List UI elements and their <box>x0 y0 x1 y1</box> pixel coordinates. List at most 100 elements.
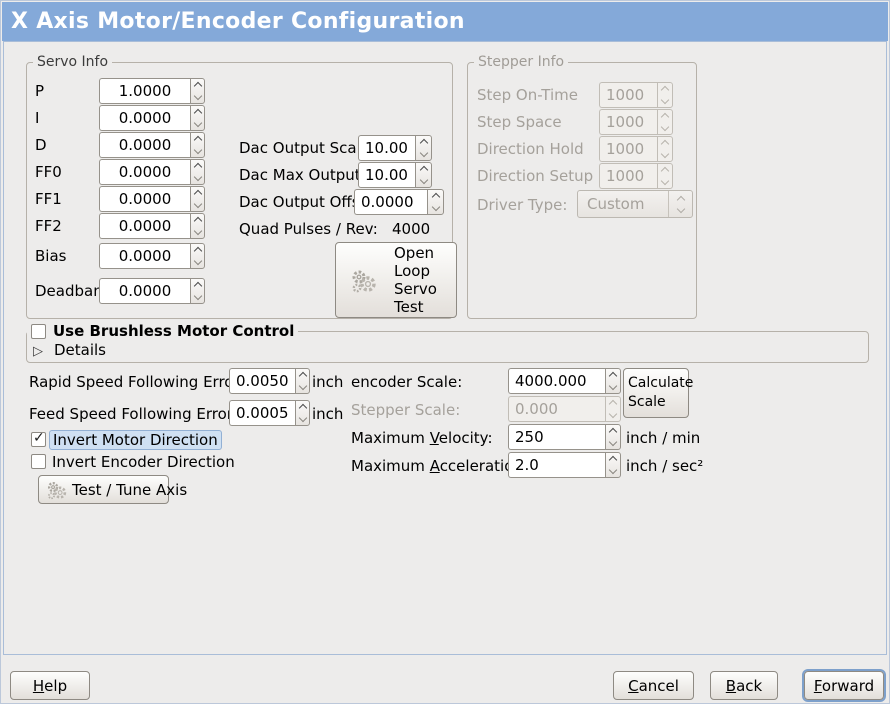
direction-hold-label: Direction Hold <box>477 140 584 158</box>
direction-hold-input: 1000 <box>599 136 657 162</box>
step-space-value: 1000 <box>606 113 645 131</box>
ff2-spin-buttons[interactable] <box>190 213 205 239</box>
step-on-time-spin-buttons <box>657 82 673 108</box>
ff0-value: 0.0000 <box>118 163 172 181</box>
back-label: Back <box>725 676 763 695</box>
invert-motor-direction-checkbox[interactable] <box>31 430 46 447</box>
help-button[interactable]: Help <box>10 671 90 700</box>
rapid-following-error-label: Rapid Speed Following Error: <box>29 373 245 391</box>
rapid-following-error-input[interactable]: 0.0050 <box>229 368 295 394</box>
spin-up-icon <box>193 108 202 118</box>
maximum-velocity-spin-buttons[interactable] <box>605 424 621 450</box>
dac-output-offset-input[interactable]: 0.0000 <box>354 189 427 215</box>
step-space-spin-buttons <box>657 109 673 135</box>
direction-hold-spin-buttons <box>657 136 673 162</box>
servo-info-legend: Servo Info <box>33 54 113 70</box>
invert-motor-direction-label[interactable]: Invert Motor Direction <box>49 430 222 450</box>
invert-encoder-direction-checkbox[interactable] <box>31 454 46 469</box>
spin-up-icon <box>193 216 202 226</box>
open-loop-servo-test-label: Open Loop Servo Test <box>394 244 437 316</box>
spin-down-icon <box>660 95 670 105</box>
step-space-input: 1000 <box>599 109 657 135</box>
feed-following-error-spin-buttons[interactable] <box>295 400 310 426</box>
deadband-spin-buttons[interactable] <box>190 278 205 304</box>
spin-down-icon <box>193 145 202 155</box>
forward-label: Forward <box>813 676 875 695</box>
maximum-acceleration-input[interactable]: 2.0 <box>508 452 605 478</box>
deadband-input[interactable]: 0.0000 <box>99 278 190 304</box>
spin-down-icon <box>608 437 618 447</box>
forward-button[interactable]: Forward <box>804 671 884 700</box>
d-value: 0.0000 <box>118 136 172 154</box>
rapid-following-error-spin-buttons[interactable] <box>295 368 310 394</box>
p-spin-buttons[interactable] <box>190 78 205 104</box>
d-spin-buttons[interactable] <box>190 132 205 158</box>
ff1-input[interactable]: 0.0000 <box>99 186 190 212</box>
dac-max-output-spin-buttons[interactable] <box>415 162 432 188</box>
test-tune-axis-label: Test / Tune Axis <box>72 480 188 499</box>
maximum-acceleration-value: 2.0 <box>515 456 539 474</box>
spin-up-icon <box>193 246 202 256</box>
use-brushless-checkbox[interactable] <box>31 323 46 339</box>
spin-down-icon <box>193 199 202 209</box>
ff1-spin-buttons[interactable] <box>190 186 205 212</box>
details-expander[interactable]: Details <box>33 340 106 359</box>
cancel-button[interactable]: Cancel <box>613 671 694 700</box>
dac-output-scale-input[interactable]: 10.00 <box>358 135 415 161</box>
maximum-velocity-input[interactable]: 250 <box>508 424 605 450</box>
p-label: P <box>35 82 45 100</box>
spin-up-icon <box>660 139 670 149</box>
ff0-input[interactable]: 0.0000 <box>99 159 190 185</box>
spin-up-icon <box>608 455 618 465</box>
titlebar: X Axis Motor/Encoder Configuration <box>2 2 888 41</box>
dac-output-scale-label: Dac Output Scale: <box>239 139 376 157</box>
bias-value: 0.0000 <box>118 247 172 265</box>
open-loop-line: Loop <box>394 262 430 280</box>
step-on-time-input: 1000 <box>599 82 657 108</box>
direction-setup-spin-buttons <box>657 163 673 189</box>
invert-encoder-direction-label[interactable]: Invert Encoder Direction <box>52 453 235 471</box>
spin-down-icon <box>608 409 618 419</box>
step-on-time-value: 1000 <box>606 86 645 104</box>
calculate-scale-line1: Calculate <box>628 375 694 391</box>
maximum-acceleration-spin-buttons[interactable] <box>605 452 621 478</box>
gears-icon <box>47 481 67 500</box>
maximum-velocity-unit: inch / min <box>626 429 701 447</box>
spin-down-icon <box>660 122 670 132</box>
dac-max-output-value: 10.00 <box>365 166 408 184</box>
encoder-scale-value: 4000.000 <box>515 372 587 390</box>
calculate-scale-button[interactable]: Calculate Scale <box>623 368 693 418</box>
open-loop-line: Test <box>394 298 424 316</box>
dac-output-offset-spin-buttons[interactable] <box>427 189 444 215</box>
encoder-scale-input[interactable]: 4000.000 <box>508 368 605 394</box>
i-spin-buttons[interactable] <box>190 105 205 131</box>
step-space-label: Step Space <box>477 113 562 131</box>
deadband-value: 0.0000 <box>118 282 172 300</box>
back-button[interactable]: Back <box>710 671 778 700</box>
driver-type-select: Custom <box>577 190 693 218</box>
use-brushless-label: Use Brushless Motor Control <box>53 322 295 340</box>
i-input[interactable]: 0.0000 <box>99 105 190 131</box>
dac-max-output-input[interactable]: 10.00 <box>358 162 415 188</box>
spin-down-icon <box>193 291 202 301</box>
page-title: X Axis Motor/Encoder Configuration <box>11 9 465 34</box>
bias-input[interactable]: 0.0000 <box>99 243 190 269</box>
feed-following-error-input[interactable]: 0.0005 <box>229 400 295 426</box>
bias-spin-buttons[interactable] <box>190 243 205 269</box>
d-label: D <box>35 136 47 154</box>
encoder-scale-spin-buttons[interactable] <box>605 368 621 394</box>
d-input[interactable]: 0.0000 <box>99 132 190 158</box>
spin-up-icon <box>419 138 428 148</box>
open-loop-servo-test-button[interactable]: Open Loop Servo Test <box>335 242 457 318</box>
spin-down-icon <box>298 381 307 391</box>
spin-up-icon <box>660 166 670 176</box>
spin-up-icon <box>608 399 618 409</box>
p-input[interactable]: 1.0000 <box>99 78 190 104</box>
ff1-label: FF1 <box>35 190 62 208</box>
test-tune-axis-button[interactable]: Test / Tune Axis <box>38 475 187 504</box>
dac-output-scale-spin-buttons[interactable] <box>415 135 432 161</box>
spin-up-icon <box>660 85 670 95</box>
maximum-acceleration-unit: inch / sec² <box>626 457 704 475</box>
ff2-input[interactable]: 0.0000 <box>99 213 190 239</box>
ff0-spin-buttons[interactable] <box>190 159 205 185</box>
